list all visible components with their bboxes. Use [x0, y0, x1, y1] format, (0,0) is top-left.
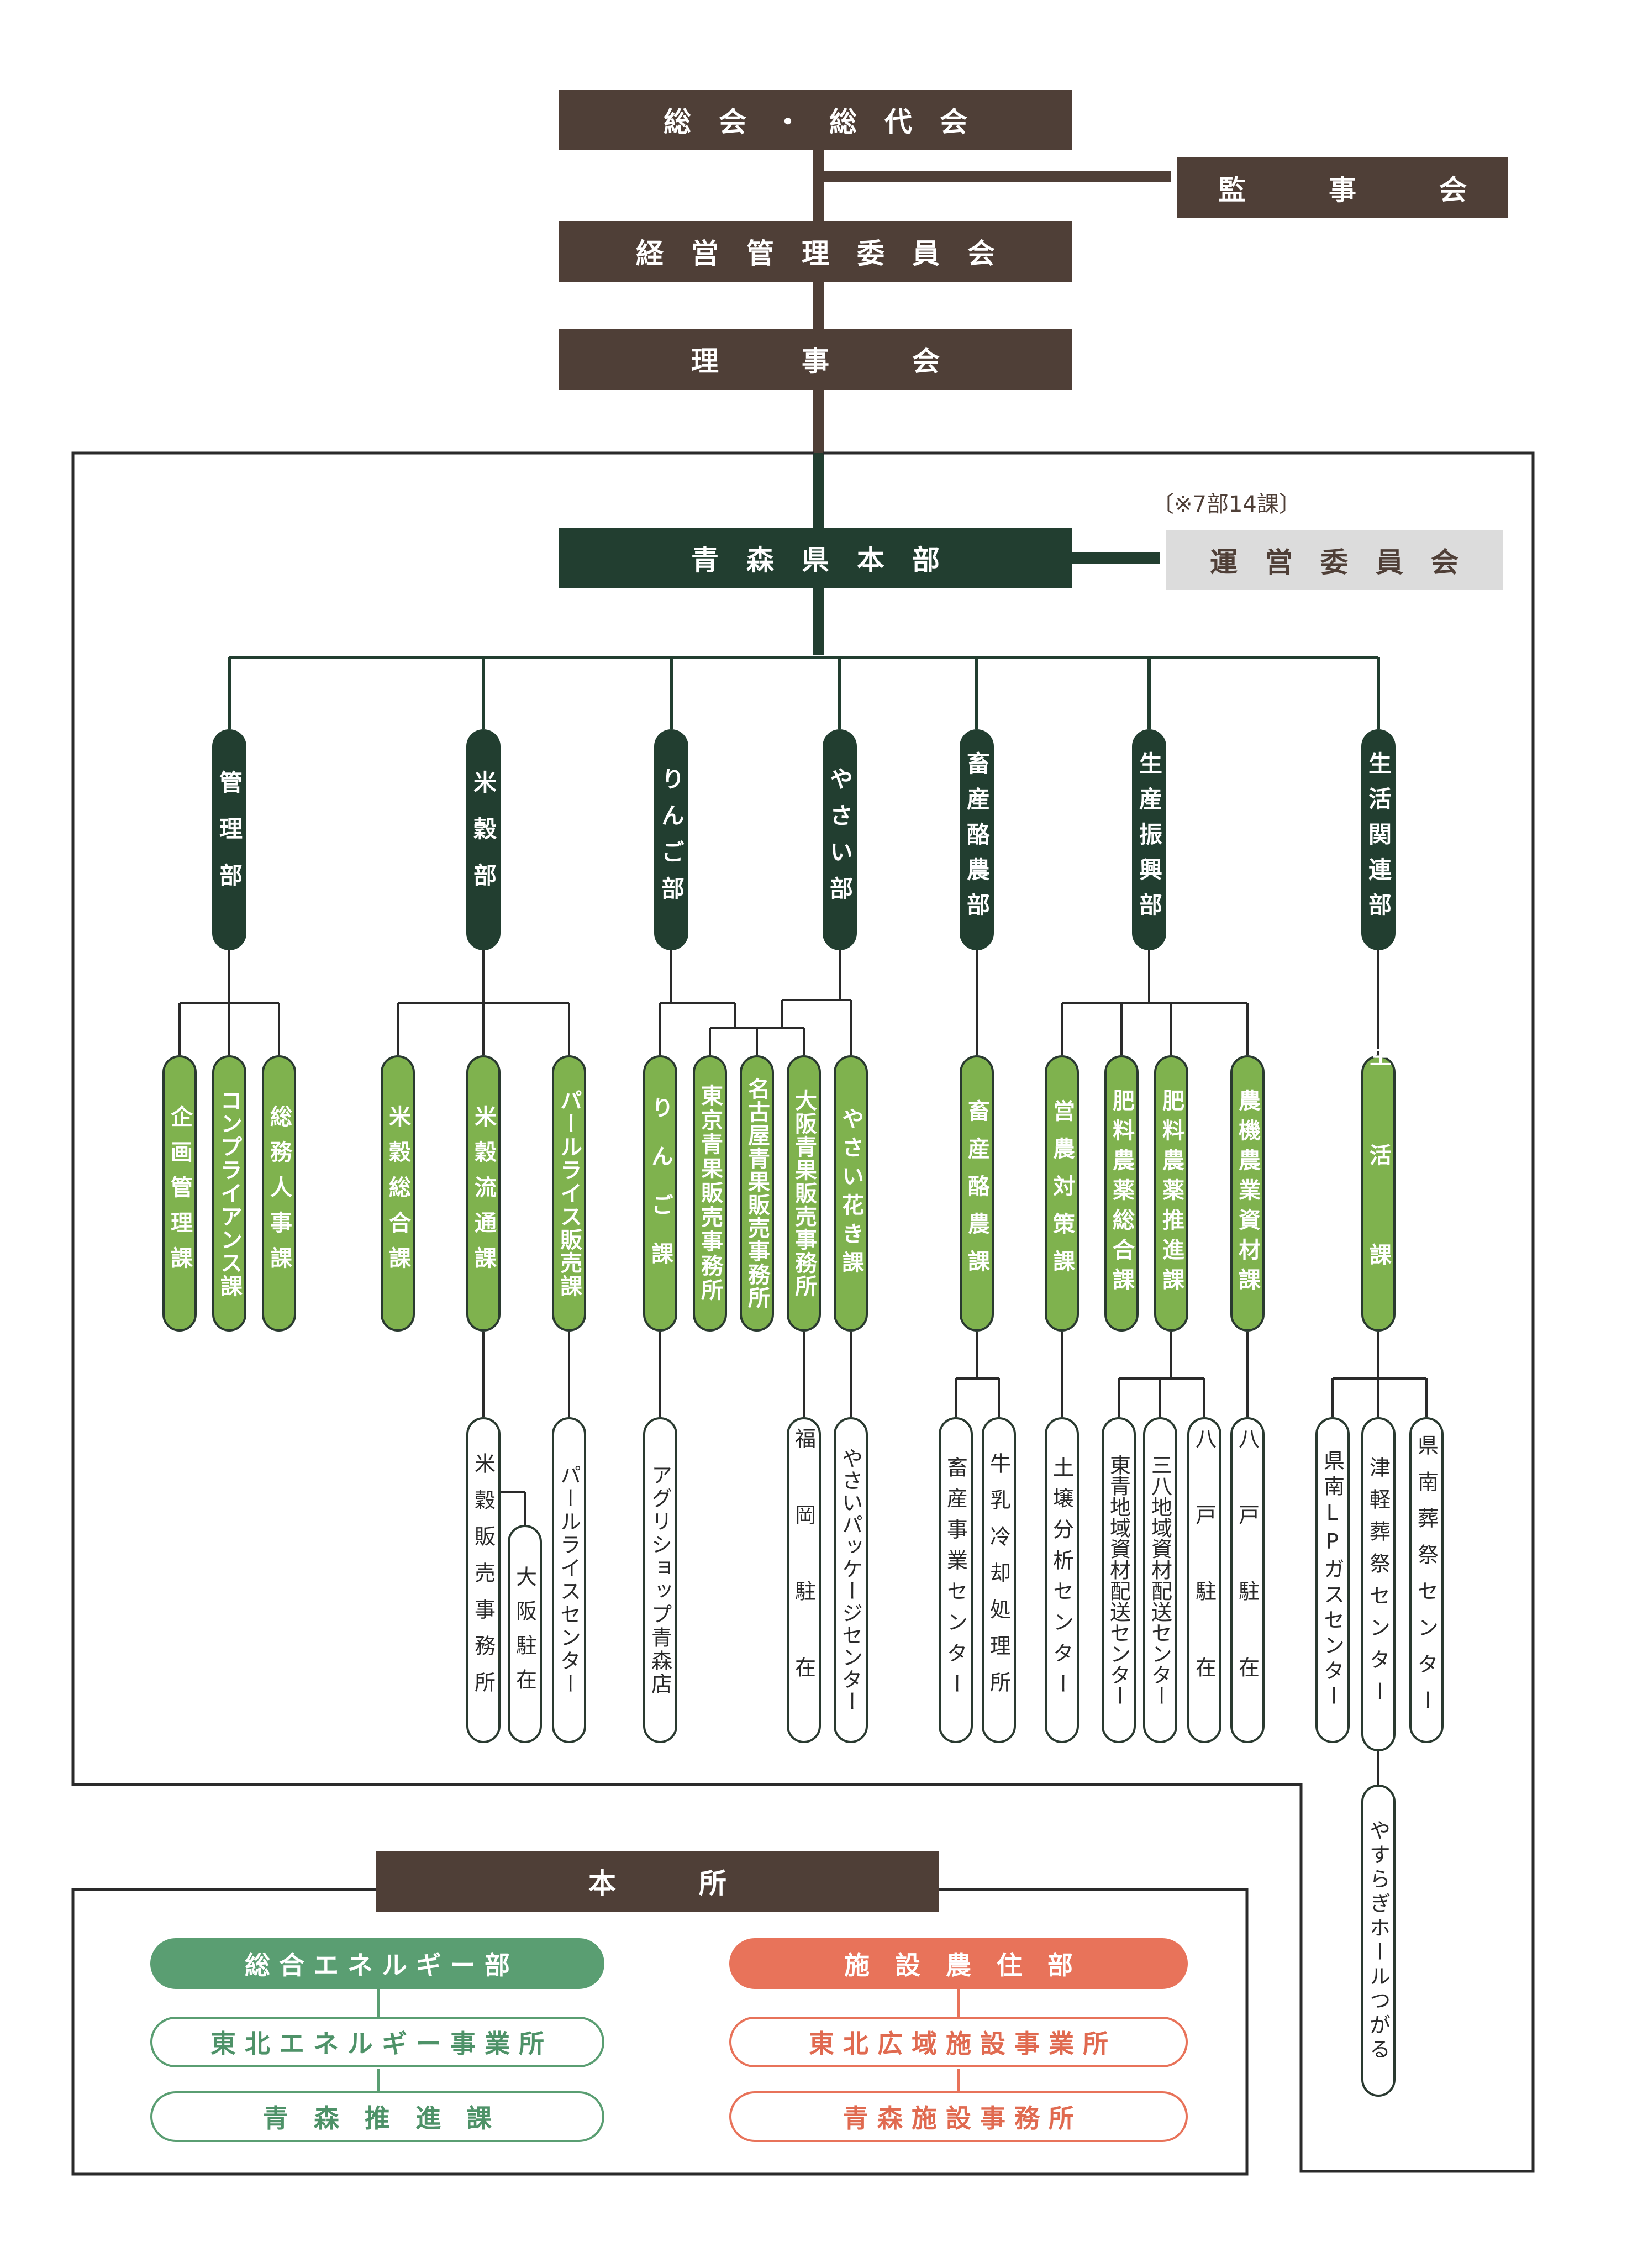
facilities-dept-label: 施 設 農 住 部 [844, 1950, 1073, 1980]
dept-ringo: りんご部 [654, 729, 688, 950]
section-pearl-rice-hanbai: パールライス販売課 [552, 1055, 586, 1332]
unit-beikoku-hanbai: 米穀販売事務所 [466, 1417, 501, 1743]
facilities-section-label: 青 森 施 設 事 務 所 [843, 2103, 1075, 2133]
section-seikatsu: 生活課 [1361, 1044, 1396, 1343]
energy-section-pill: 青 森 推 進 課 [150, 2091, 604, 2142]
facilities-section-pill: 青 森 施 設 事 務 所 [729, 2091, 1188, 2142]
facilities-office-label: 東 北 広 域 施 設 事 業 所 [808, 2029, 1109, 2059]
energy-section-label: 青 森 推 進 課 [263, 2103, 492, 2133]
unit-pearl-rice-center: パールライスセンター [552, 1417, 586, 1743]
board-box: 理 事 会 [559, 329, 1072, 390]
management-committee-box: 経 営 管 理 委 員 会 [559, 221, 1072, 282]
energy-office-label: 東 北 エ ネ ル ギ ー 事 業 所 [210, 2029, 545, 2059]
section-hiryo-suishin: 肥料農薬推進課 [1154, 1055, 1188, 1332]
unit-hachinohe-chuzai-2: 八戸駐在 [1230, 1417, 1265, 1743]
dept-seisan: 生産振興部 [1132, 729, 1166, 950]
unit-tsugaru-sosai: 津軽葬祭センター [1361, 1417, 1396, 1751]
auditors-box: 監 事 会 [1177, 157, 1508, 218]
energy-office-pill: 東 北 エ ネ ル ギ ー 事 業 所 [150, 2017, 604, 2067]
unit-tosei-shizai: 東青地域資材配送センター [1102, 1417, 1136, 1743]
general-assembly-box: 総 会 ・ 総 代 会 [559, 90, 1072, 150]
section-beikoku-sogo: 米穀総合課 [381, 1055, 415, 1332]
unit-fukuoka-chuzai: 福岡駐在 [787, 1417, 821, 1743]
hq-box: 青 森 県 本 部 [559, 528, 1072, 588]
facilities-dept-pill: 施 設 農 住 部 [729, 1938, 1188, 1989]
section-compliance: コンプライアンス課 [212, 1055, 246, 1332]
section-kikaku-kanri: 企画管理課 [162, 1055, 197, 1332]
unit-yasai-package: やさいパッケージセンター [834, 1417, 868, 1743]
section-ringo: りんご課 [643, 1055, 677, 1332]
general-assembly-label: 総 会 ・ 総 代 会 [664, 106, 967, 138]
section-hiryo-sogo: 肥料農薬総合課 [1104, 1055, 1139, 1332]
dept-beikoku: 米穀部 [466, 729, 501, 950]
unit-dojo-bunseki: 土壌分析センター [1045, 1417, 1079, 1743]
unit-agri-shop: アグリショップ青森店 [643, 1417, 677, 1743]
management-committee-label: 経 営 管 理 委 員 会 [636, 238, 995, 270]
hq-label: 青 森 県 本 部 [691, 544, 940, 576]
hq-note: 〔※7部14課〕 [1152, 492, 1301, 517]
steering-committee-label: 運 営 委 員 会 [1210, 546, 1458, 578]
unit-chikusan-jigyo: 畜産事業センター [939, 1417, 973, 1743]
section-somu-jinji: 総務人事課 [262, 1055, 296, 1332]
energy-dept-label: 総 合 エ ネ ル ギ ー 部 [244, 1950, 510, 1980]
unit-hachinohe-chuzai-1: 八戸駐在 [1187, 1417, 1221, 1743]
head-office-title: 本 所 [588, 1867, 726, 1899]
head-office-title-box: 本 所 [376, 1851, 939, 1912]
section-beikoku-ryutsu: 米穀流通課 [466, 1055, 501, 1332]
section-tokyo-seika: 東京青果販売事務所 [693, 1055, 727, 1332]
dept-seikatsu: 生活関連部 [1361, 729, 1396, 950]
unit-kennan-sosai: 県南葬祭センター [1409, 1417, 1444, 1743]
section-osaka-seika: 大阪青果販売事務所 [787, 1055, 821, 1332]
unit-osaka-chuzai: 大阪駐在 [508, 1525, 542, 1743]
unit-sanpachi-shizai: 三八地域資材配送センター [1143, 1417, 1177, 1743]
auditors-label: 監 事 会 [1218, 174, 1467, 206]
unit-yasuragi-hall: やすらぎホールつがる [1361, 1785, 1396, 2097]
section-nagoya-seika: 名古屋青果販売事務所 [740, 1055, 774, 1332]
section-noki-shizai: 農機農業資材課 [1230, 1055, 1265, 1332]
dept-yasai: やさい部 [823, 729, 857, 950]
facilities-office-pill: 東 北 広 域 施 設 事 業 所 [729, 2017, 1188, 2067]
unit-kennan-lp: 県南LPガスセンター [1315, 1417, 1350, 1743]
section-einou-taisaku: 営農対策課 [1045, 1055, 1079, 1332]
dept-chikusan: 畜産酪農部 [960, 729, 994, 950]
dept-kanri: 管理部 [212, 729, 246, 950]
energy-dept-pill: 総 合 エ ネ ル ギ ー 部 [150, 1938, 604, 1989]
section-yasai-kaki: やさい花き課 [834, 1055, 868, 1332]
unit-gyunyu-reikyaku: 牛乳冷却処理所 [982, 1417, 1016, 1743]
board-label: 理 事 会 [691, 345, 940, 377]
section-chikusan-rakuno: 畜産酪農課 [960, 1055, 994, 1332]
steering-committee-box: 運 営 委 員 会 [1166, 530, 1503, 590]
